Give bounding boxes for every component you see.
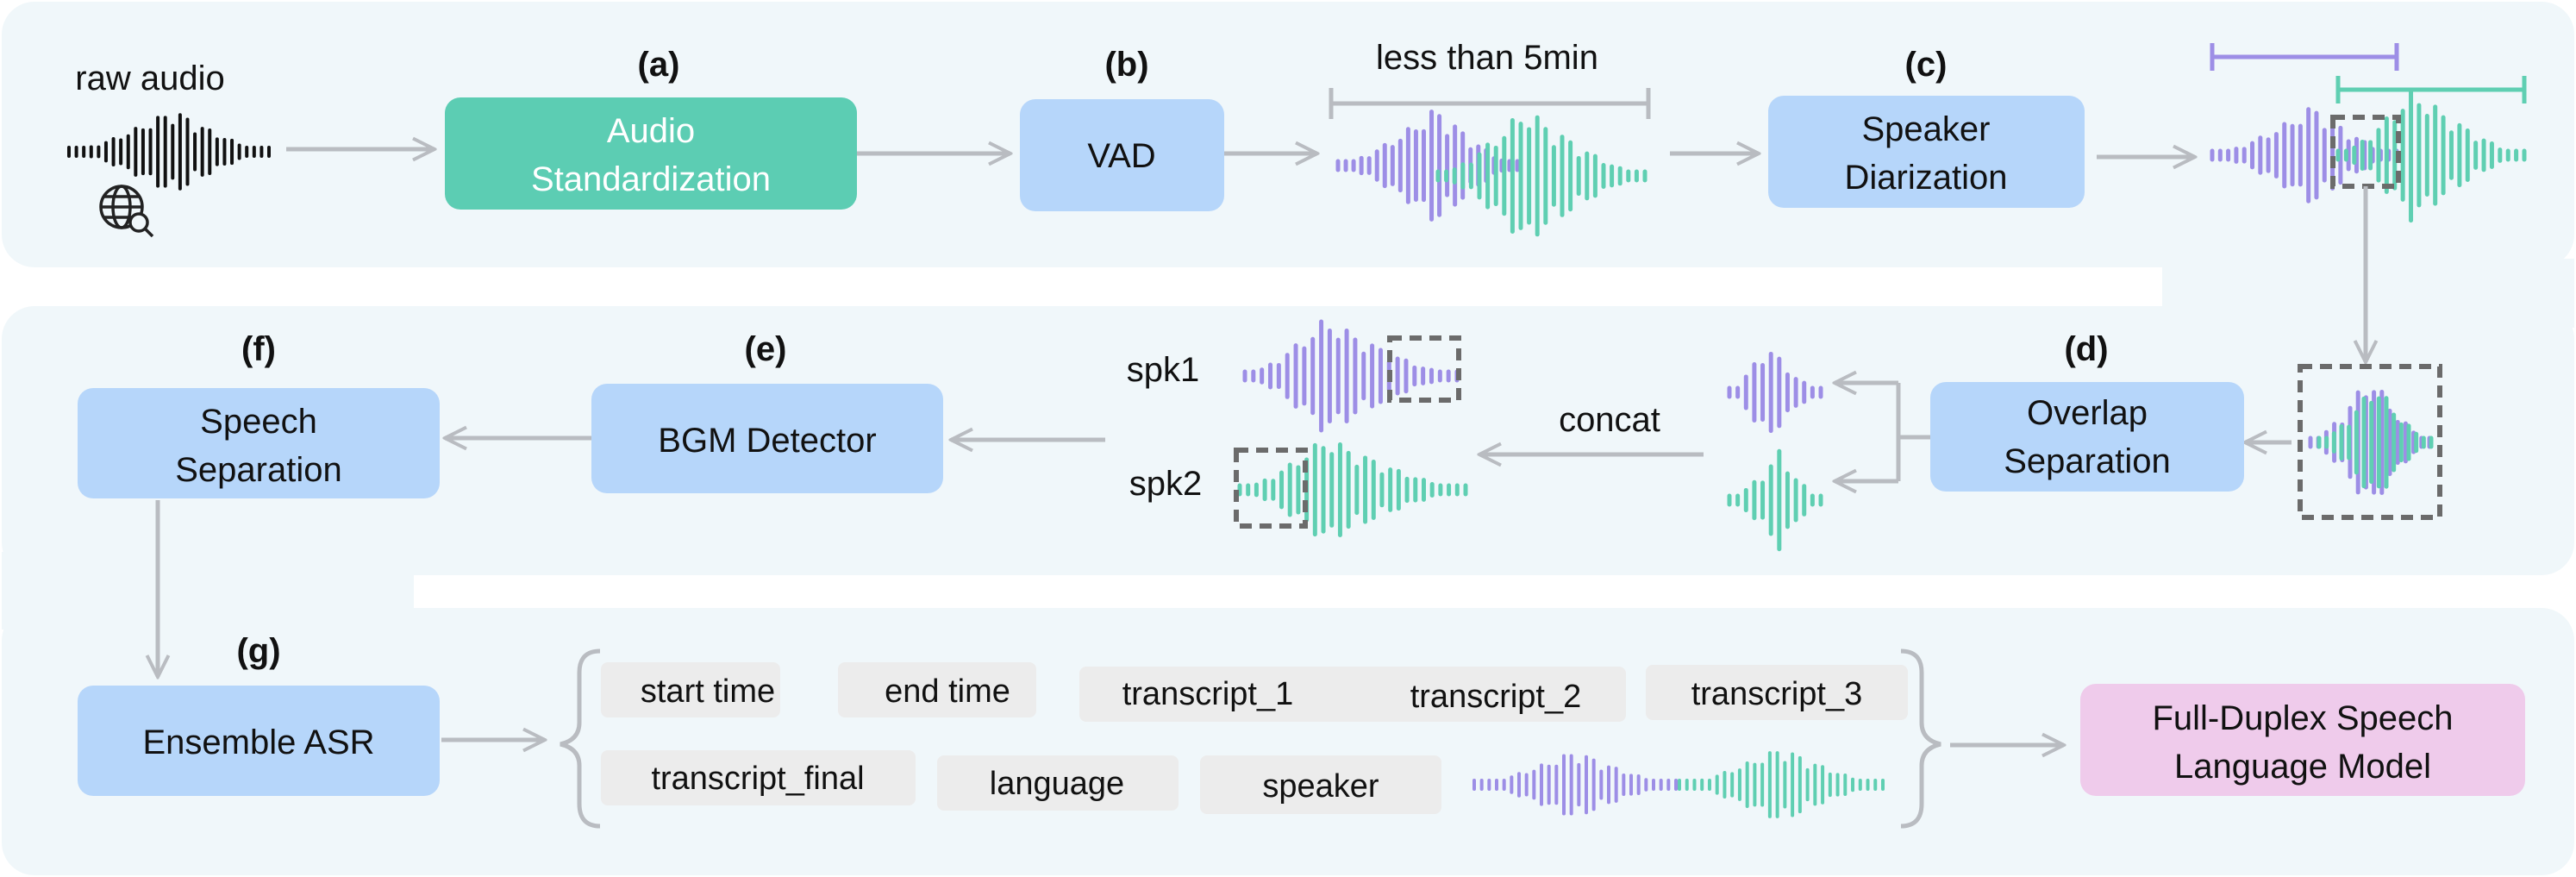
globe-search-icon bbox=[99, 185, 154, 238]
overlap-separation-box: Overlap Separation bbox=[1930, 382, 2244, 492]
field-transcript-2: transcript_2 bbox=[1362, 667, 1626, 722]
separated-waveform-purple bbox=[1727, 351, 1823, 434]
field-transcript-3: transcript_3 bbox=[1646, 665, 1908, 720]
field-speaker: speaker bbox=[1200, 755, 1441, 814]
audio-standardization-line2: Standardization bbox=[531, 160, 771, 198]
field-transcript-final: transcript_final bbox=[601, 750, 916, 805]
step-f-tag: (f) bbox=[241, 330, 276, 368]
field-start-time: start time bbox=[601, 662, 780, 717]
field-transcript-1: transcript_1 bbox=[1079, 667, 1386, 722]
spk1-tail-box bbox=[1387, 335, 1461, 403]
right-curly-brace bbox=[1900, 648, 1941, 829]
vad-label: VAD bbox=[1087, 137, 1155, 175]
field-transcript-2-label: transcript_2 bbox=[1410, 679, 1582, 715]
raw-audio-label: raw audio bbox=[75, 60, 224, 97]
step-c-tag: (c) bbox=[1905, 46, 1948, 84]
full-duplex-model-line1: Full-Duplex Speech bbox=[2152, 699, 2453, 737]
spk2-head-box bbox=[1234, 448, 1308, 529]
vad-box: VAD bbox=[1020, 99, 1224, 211]
panel-row1-extension bbox=[2162, 259, 2574, 328]
field-language-label: language bbox=[990, 766, 1124, 802]
audio-standardization-line1: Audio bbox=[607, 112, 695, 150]
concat-label: concat bbox=[1559, 401, 1660, 439]
spk1-label: spk1 bbox=[1127, 351, 1200, 389]
row3-waveform-purple bbox=[1472, 754, 1678, 816]
split-connector bbox=[1835, 383, 1930, 481]
left-curly-brace bbox=[560, 648, 601, 829]
step-e-tag: (e) bbox=[745, 330, 787, 368]
step-d-tag: (d) bbox=[2064, 330, 2108, 368]
full-duplex-model-line2: Language Model bbox=[2174, 748, 2431, 786]
speech-separation-box: Speech Separation bbox=[78, 388, 440, 498]
field-end-time: end time bbox=[838, 662, 1036, 717]
field-language: language bbox=[937, 755, 1179, 811]
speech-separation-line2: Separation bbox=[175, 451, 341, 489]
field-start-time-label: start time bbox=[641, 673, 775, 710]
panel-row2-extension bbox=[2, 552, 414, 630]
duration-bracket bbox=[1329, 88, 1651, 119]
step-g-tag: (g) bbox=[236, 632, 280, 670]
speaker-diarization-line2: Diarization bbox=[1845, 159, 2008, 197]
ensemble-asr-box: Ensemble ASR bbox=[78, 686, 440, 796]
spk1-waveform bbox=[1242, 319, 1460, 433]
field-transcript-1-label: transcript_1 bbox=[1122, 676, 1294, 712]
field-speaker-label: speaker bbox=[1262, 768, 1379, 805]
field-transcript-final-label: transcript_final bbox=[651, 761, 864, 797]
panel-row2 bbox=[2, 306, 2574, 575]
overlap-separation-line2: Separation bbox=[2004, 442, 2170, 480]
overlap-separation-line1: Overlap bbox=[2027, 394, 2148, 432]
duration-label: less than 5min bbox=[1376, 39, 1598, 77]
diarization-waveform-teal bbox=[2335, 87, 2527, 223]
overlap-zoom-box bbox=[2298, 364, 2442, 520]
spk2-waveform bbox=[1237, 442, 1468, 538]
field-end-time-label: end time bbox=[885, 673, 1010, 710]
panel-row1 bbox=[2, 2, 2574, 267]
field-transcript-3-label: transcript_3 bbox=[1691, 676, 1863, 712]
speaker-diarization-box: Speaker Diarization bbox=[1768, 96, 2085, 208]
row3-waveform-teal bbox=[1678, 751, 1885, 818]
separated-waveform-teal bbox=[1727, 448, 1823, 552]
audio-standardization-box: Audio Standardization bbox=[445, 97, 857, 210]
ensemble-asr-label: Ensemble ASR bbox=[142, 724, 374, 761]
vad-waveform-teal bbox=[1435, 115, 1648, 237]
bgm-detector-box: BGM Detector bbox=[591, 384, 943, 493]
speaker2-bracket bbox=[2335, 76, 2527, 103]
step-a-tag: (a) bbox=[638, 46, 680, 84]
spk2-label: spk2 bbox=[1129, 465, 1203, 503]
speech-separation-line1: Speech bbox=[200, 403, 317, 441]
overlap-waveform-teal bbox=[2317, 396, 2434, 489]
step-b-tag: (b) bbox=[1104, 46, 1148, 84]
speaker1-bracket bbox=[2210, 43, 2399, 71]
full-duplex-model-box: Full-Duplex Speech Language Model bbox=[2080, 684, 2525, 796]
raw-audio-waveform bbox=[67, 113, 271, 191]
speaker-diarization-line1: Speaker bbox=[1862, 110, 1991, 148]
bgm-detector-label: BGM Detector bbox=[658, 422, 876, 460]
